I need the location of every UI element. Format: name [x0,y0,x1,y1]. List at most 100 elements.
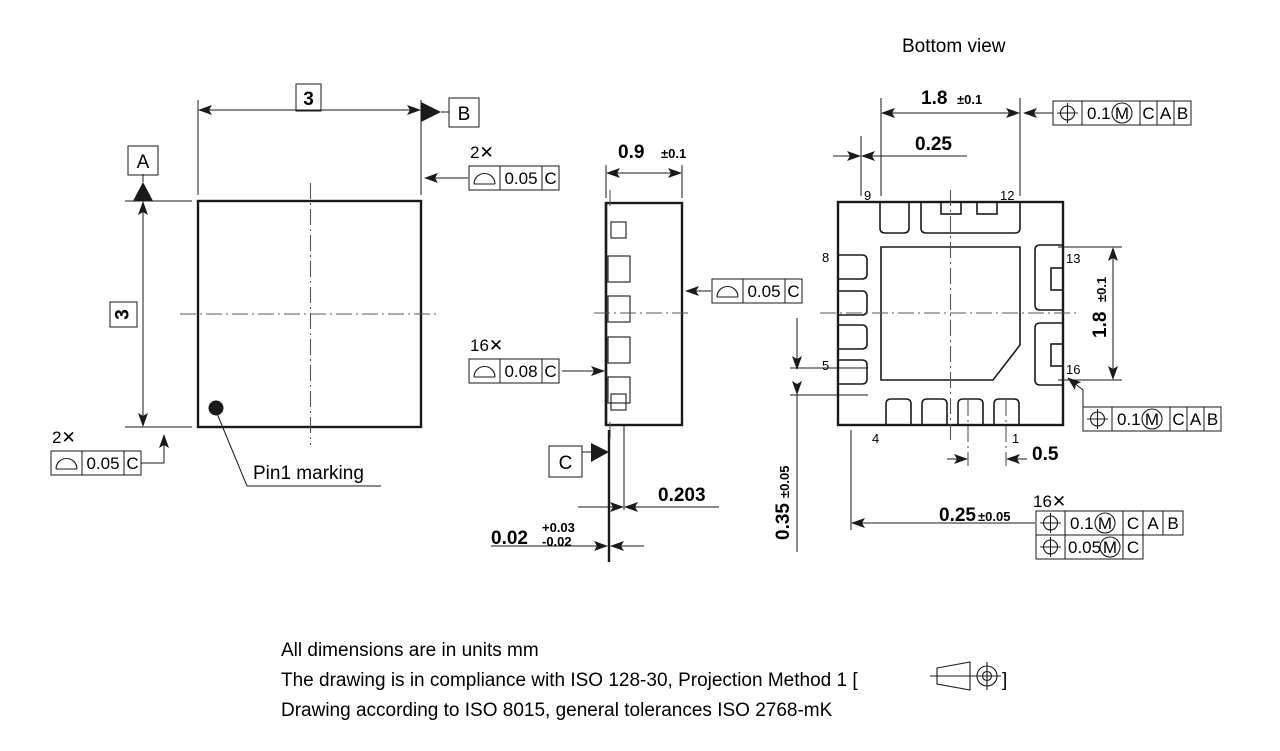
fcf-top-frame-sym [468,165,501,191]
fcf-bv-mid-datum-a: A [1190,410,1202,429]
datum-b-label: B [458,104,471,125]
bottom-pad-left-7 [838,290,868,316]
side-dim-0p9-value: 0.9 [618,142,644,163]
flatness-profile-icon [716,286,739,298]
bottom-view-title: Bottom view [902,36,1006,57]
side-dim-0p9-tolerance: ±0.1 [661,146,686,161]
top-view-package-outline [196,199,423,429]
dim-035-value: 0.35 [773,503,794,540]
mmc-modifier-circle [1141,408,1163,430]
datum-b-triangle [421,102,441,122]
note-line-3: Drawing according to ISO 8015, general t… [281,700,833,721]
fcf-bl-frame-datum [123,450,142,476]
fcf-bv-r1-frame-d3 [1162,510,1184,536]
fcf-sl-multiplier: 16✕ [470,336,503,355]
dim-002-value: 0.02 [491,528,528,549]
pin-number-5: 5 [822,358,829,373]
pin1-marking-leader [215,410,381,487]
dim-05-value: 0.5 [1032,444,1059,465]
fcf-bottomleft-2x: 2✕ 0.05 C [50,428,169,476]
note-line-2-suffix: ] [1002,670,1007,691]
drawing-notes: All dimensions are in units mm The drawi… [281,640,1007,721]
fcf-bl-tolerance: 0.05 [86,454,119,473]
fcf-bottomview-16x: 16✕ 0.1 M C A B [1033,492,1184,560]
fcf-bv-r2-tolerance: 0.05 [1068,538,1101,557]
pin1-marking-dot [208,400,224,416]
position-symbol-icon [1087,409,1108,429]
side-view: 0.9 ±0.1 0.05 C 16✕ 0.08 C [468,142,803,562]
mmc-modifier-circle [1099,536,1121,558]
side-view-lead [610,393,627,411]
datum-a-label: A [137,152,150,173]
dim-025b-value: 0.25 [939,505,976,526]
fcf-bv-r1-datum-b: B [1167,514,1178,533]
fcf-sl-frame-datum [541,358,560,384]
fcf-side-right: 0.05 C [685,278,803,304]
fcf-sr-datum: C [787,282,799,301]
fcf-top-multiplier: 2✕ [470,143,494,162]
bottom-pad-right-16 [1034,322,1063,386]
bottom-pad-bottom-1 [993,398,1020,425]
pin-number-4: 4 [872,431,879,446]
dim-035-tolerance: ±0.05 [777,466,792,498]
fcf-top-datum: C [544,169,556,188]
fcf-bottomview-mid: 0.1 M C A B [1067,377,1222,432]
fcf-bv-r1-modifier: M [1098,514,1112,533]
top-view: Pin1 marking 3 B 3 A 2✕ 0.05 [50,83,560,487]
pin-number-1: 1 [1012,431,1019,446]
left-dim-height-box [109,301,138,328]
bottom-pad-bottom-4 [885,398,912,425]
fcf-bv-top-datum-a: A [1160,104,1172,123]
datum-a-triangle [133,182,153,201]
bottom-view: Bottom view 9 12 8 13 5 16 [773,36,1222,560]
side-view-lead [607,336,631,364]
bottom-pad-top-notch-b [976,201,998,215]
fcf-bl-frame-sym [50,450,83,476]
bottom-pad-top-group [879,202,910,234]
top-dim-width-value: 3 [303,89,314,110]
bottom-pad-bottom-3 [921,398,948,425]
fcf-bv-mid-leader [1067,377,1084,419]
pin-number-12: 12 [1000,188,1014,203]
pin-number-16: 16 [1066,362,1080,377]
bottom-pad-right-16-notch [1050,343,1064,367]
fcf-bv-16x-multiplier: 16✕ [1033,492,1066,511]
fcf-bottomview-top: 0.1 M C A B [1023,100,1192,126]
fcf-bv-mid-datum-c: C [1172,410,1184,429]
fcf-bv-mid-frame-d3 [1203,406,1222,432]
bottom-pad-left-5 [838,359,868,385]
bottom-pad-right-13-notch [1050,267,1064,291]
fcf-sr-frame-datum [784,278,803,304]
fcf-top-tolerance: 0.05 [504,169,537,188]
fcf-bv-top-modifier: M [1115,104,1129,123]
fcf-bv-r1-tolerance: 0.1 [1070,514,1094,533]
dim-002-tol-minus: -0.02 [542,534,572,549]
dim-18h-tolerance: ±0.1 [957,92,982,107]
datum-c-box [548,445,583,478]
position-symbol-icon [1040,513,1061,533]
fcf-bv-top-datum-c: C [1142,104,1154,123]
fcf-sr-frame-sym [711,278,744,304]
position-symbol-icon [1057,103,1078,123]
flatness-profile-icon [473,366,496,378]
bottom-pad-right-13 [1034,244,1063,311]
fcf-bv-r2-frame-d1 [1122,534,1144,560]
fcf-top-frame-datum [541,165,560,191]
bottom-pad-bottom-2 [957,398,984,425]
top-dim-width-box [295,83,322,112]
note-line-2: The drawing is in compliance with ISO 12… [281,670,858,691]
flatness-profile-icon [473,173,496,185]
side-view-lead [607,295,631,323]
fcf-bv-top-datum-b: B [1177,104,1188,123]
pin1-marking-label: Pin1 marking [253,463,364,484]
fcf-bv-r2-datum-c: C [1127,538,1139,557]
fcf-bl-datum: C [126,454,138,473]
bottom-pad-left-8 [838,254,868,280]
fcf-bv-top-tolerance: 0.1 [1087,104,1111,123]
fcf-bl-leader [141,434,169,464]
mmc-modifier-circle [1094,512,1116,534]
note-line-1: All dimensions are in units mm [281,640,539,661]
datum-a-box [127,145,159,176]
side-view-body-outline [604,201,684,427]
